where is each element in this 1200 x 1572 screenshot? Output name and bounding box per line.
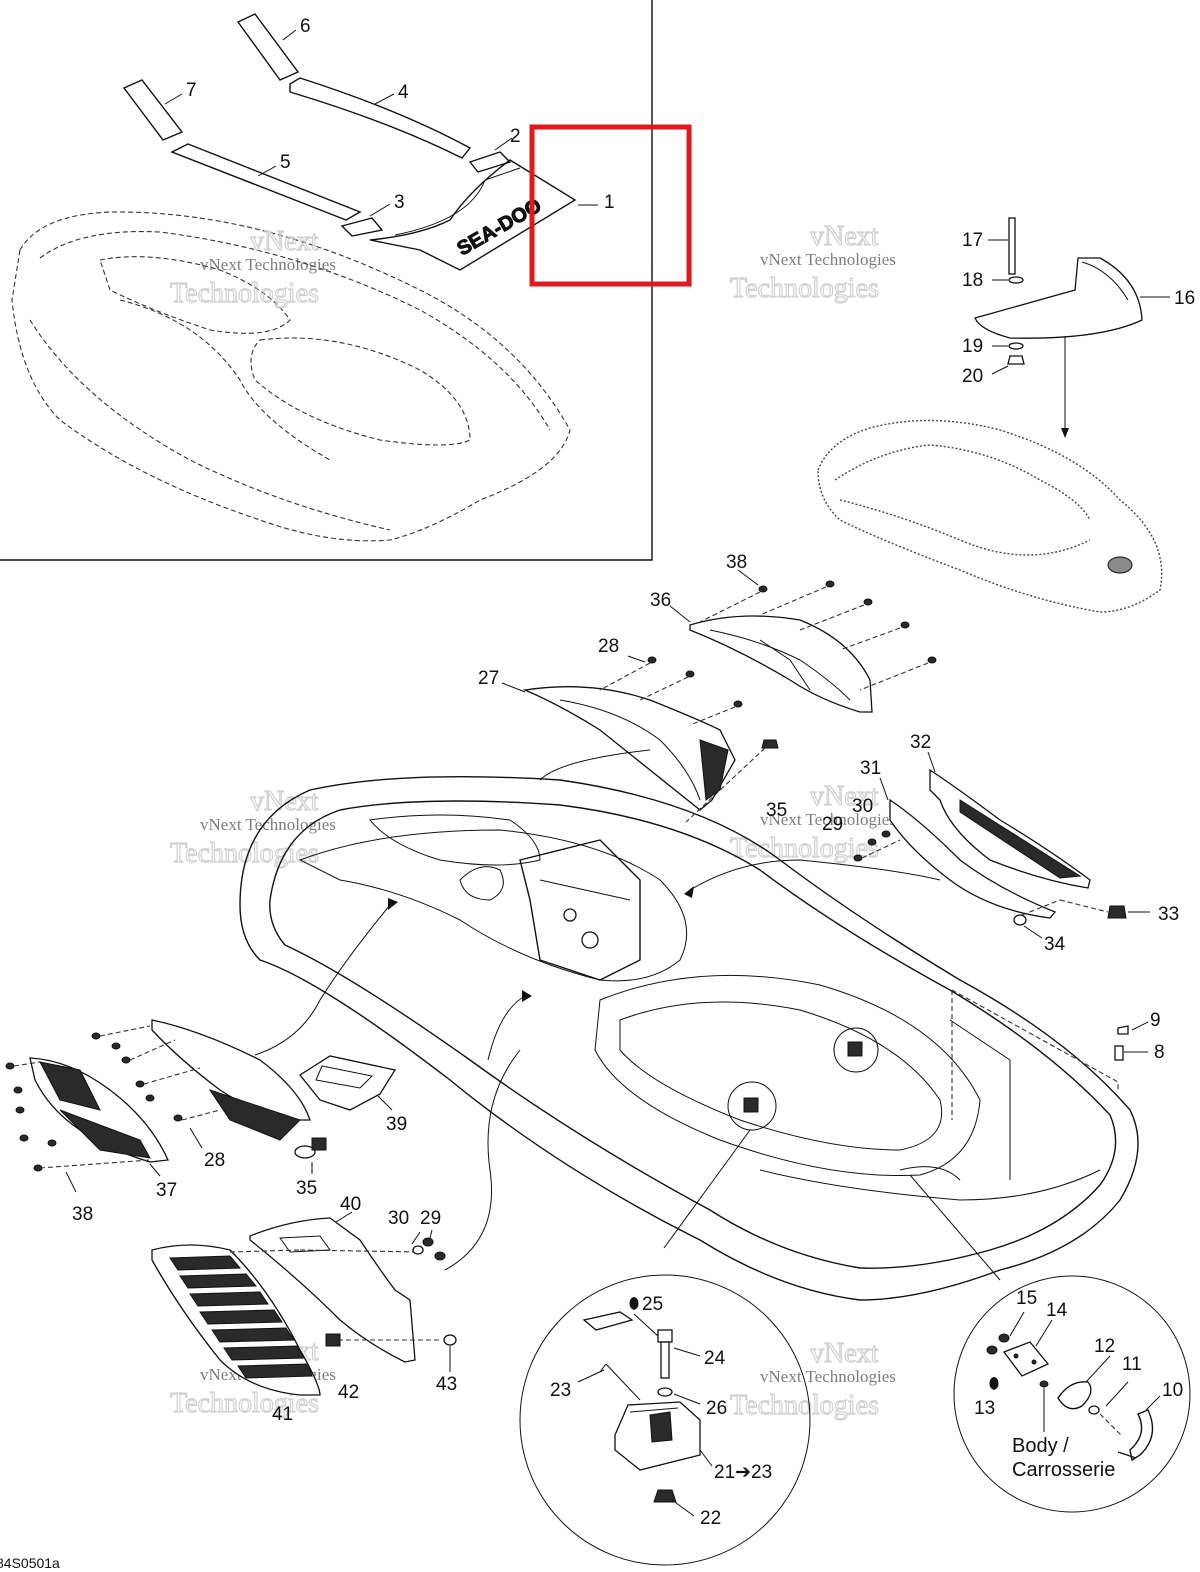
mat-piece-3[interactable] — [340, 217, 384, 237]
part-27[interactable] — [522, 686, 736, 811]
callout-7: 7 — [186, 80, 197, 101]
svg-text:Technologies: Technologies — [170, 278, 319, 309]
body-label-line2: Carrosserie — [1012, 1459, 1115, 1481]
callout-28-top: 28 — [598, 636, 619, 657]
callout-29-right: 29 — [822, 814, 843, 835]
callout-35-left: 35 — [296, 1178, 317, 1199]
svg-text:Technologies: Technologies — [730, 273, 879, 304]
callout-43: 43 — [436, 1374, 457, 1395]
right-panels: 32 31 30 29 33 34 — [684, 732, 1179, 955]
callout-19: 19 — [962, 336, 983, 357]
callout-17: 17 — [962, 230, 983, 251]
callout-41: 41 — [272, 1404, 293, 1425]
callout-16: 16 — [1174, 288, 1195, 309]
callout-5: 5 — [280, 152, 291, 173]
footwell-parts: 40 30 29 43 42 41 — [151, 1049, 521, 1425]
svg-text:vNext: vNext — [250, 226, 319, 257]
callout-4: 4 — [398, 82, 409, 103]
part-36[interactable] — [689, 615, 873, 713]
callout-37: 37 — [156, 1180, 177, 1201]
callout-39: 39 — [386, 1114, 407, 1135]
callout-13: 13 — [974, 1398, 995, 1419]
svg-text:vNext: vNext — [810, 781, 879, 812]
mat-piece-4[interactable] — [289, 77, 472, 159]
mat-piece-7[interactable] — [122, 79, 184, 141]
callout-31: 31 — [860, 758, 881, 779]
mat-piece-2[interactable] — [468, 151, 512, 173]
part-23[interactable] — [582, 1311, 634, 1331]
callout-2: 2 — [510, 126, 521, 147]
hull — [239, 775, 1139, 1301]
callout-22: 22 — [700, 1508, 721, 1529]
svg-text:vNext Technologies: vNext Technologies — [200, 255, 336, 274]
callout-1: 1 — [604, 192, 615, 213]
left-panels: 39 28 35 37 38 — [5, 898, 532, 1225]
callout-32: 32 — [910, 732, 931, 753]
grille-slats — [169, 1255, 313, 1379]
callout-12: 12 — [1094, 1336, 1115, 1357]
callout-6: 6 — [300, 16, 311, 37]
callout-15: 15 — [1016, 1288, 1037, 1309]
diagram-code: 84S0501a — [0, 1555, 60, 1571]
svg-text:vNext: vNext — [810, 1338, 879, 1369]
callout-10: 10 — [1162, 1380, 1183, 1401]
watermark-group: vNext vNext Technologies Technologies vN… — [169, 220, 896, 1421]
callout-11: 11 — [1122, 1354, 1142, 1375]
part-10[interactable] — [1129, 1409, 1154, 1462]
part-12[interactable] — [1057, 1381, 1092, 1410]
svg-text:vNext Technologies: vNext Technologies — [760, 810, 896, 829]
part-39[interactable] — [299, 1055, 397, 1111]
callout-29-left: 29 — [420, 1208, 441, 1229]
detail-circle-bumper: 25 24 23 26 21➔23 22 — [519, 1129, 811, 1566]
rear-fasteners: 9 8 — [1114, 1010, 1165, 1063]
callout-28-left: 28 — [204, 1150, 225, 1171]
callout-8: 8 — [1154, 1042, 1165, 1063]
callout-36: 36 — [650, 590, 671, 611]
rivets-27 — [599, 656, 743, 726]
svg-text:vNext: vNext — [810, 221, 879, 252]
callout-27: 27 — [478, 668, 499, 689]
detail-circle-hook: 15 14 12 11 10 13 Body / Carrosserie — [909, 1174, 1191, 1513]
svg-text:vNext Technologies: vNext Technologies — [760, 250, 896, 269]
svg-text:vNext Technologies: vNext Technologies — [760, 1367, 896, 1386]
callout-30-left: 30 — [388, 1208, 409, 1229]
callout-42: 42 — [338, 1382, 359, 1403]
callout-30-right: 30 — [852, 796, 873, 817]
callout-3: 3 — [394, 192, 405, 213]
callout-40: 40 — [340, 1194, 361, 1215]
callout-24: 24 — [704, 1348, 726, 1369]
part-31[interactable] — [889, 798, 1057, 919]
grab-handle[interactable] — [974, 257, 1143, 339]
highlight-box[interactable] — [529, 124, 692, 287]
callout-26: 26 — [706, 1398, 727, 1419]
seat[interactable] — [817, 419, 1163, 613]
seat-assembly: 17 18 19 20 16 — [817, 217, 1195, 613]
svg-text:vNext Technologies: vNext Technologies — [200, 815, 336, 834]
callout-38-left: 38 — [72, 1204, 93, 1225]
cowl-parts: 38 36 28 27 35 — [478, 552, 937, 823]
part-14[interactable] — [1002, 1341, 1050, 1377]
callout-21: 21➔23 — [714, 1462, 772, 1483]
mat-piece-5[interactable] — [170, 143, 362, 221]
mat-piece-6[interactable] — [236, 13, 300, 81]
inset-panel: SEA-DOO 6 7 4 2 5 3 1 — [0, 0, 692, 561]
callout-14: 14 — [1046, 1300, 1068, 1321]
callout-38-top: 38 — [726, 552, 747, 573]
screws-36 — [699, 580, 937, 691]
svg-text:Technologies: Technologies — [730, 1390, 879, 1421]
screws-left — [5, 1025, 221, 1172]
callout-34: 34 — [1044, 934, 1066, 955]
callout-35-top: 35 — [766, 800, 787, 821]
body-label-line1: Body / — [1012, 1435, 1069, 1457]
callout-23: 23 — [550, 1380, 571, 1401]
callout-33: 33 — [1158, 904, 1179, 925]
callout-25: 25 — [642, 1294, 663, 1315]
part-40[interactable] — [249, 1217, 416, 1363]
callout-20: 20 — [962, 366, 983, 387]
callout-18: 18 — [962, 270, 983, 291]
callout-9: 9 — [1150, 1010, 1161, 1031]
